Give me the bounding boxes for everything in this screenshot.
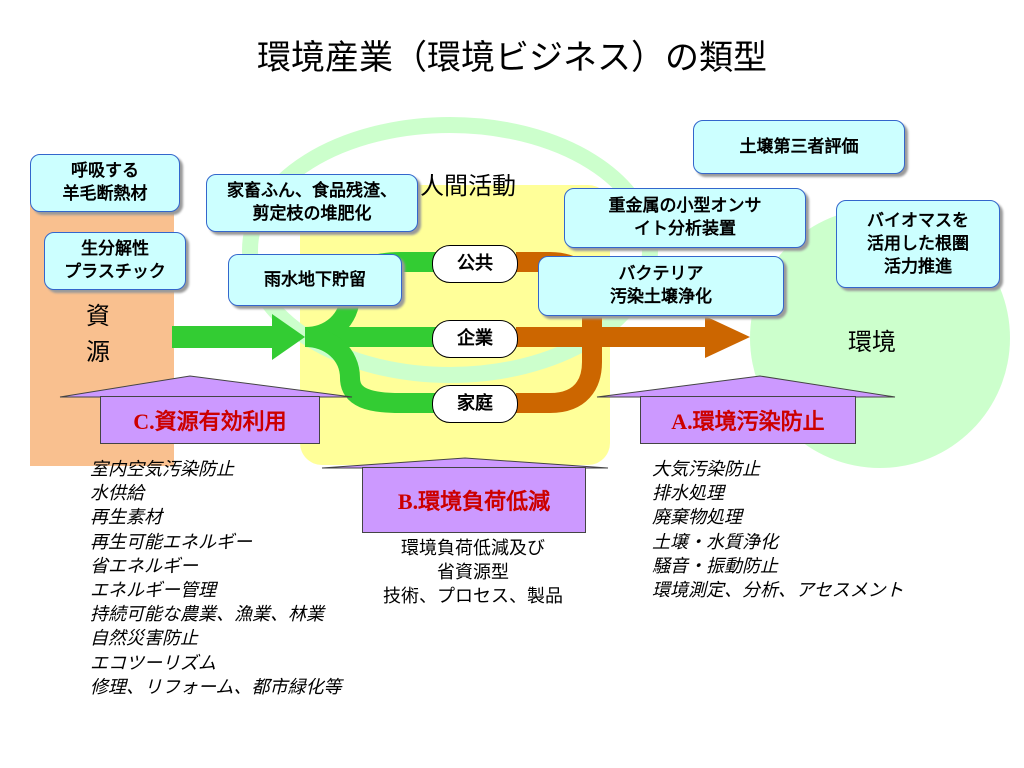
actor-corporate: 企業 bbox=[432, 320, 518, 358]
list-item: 水供給 bbox=[90, 483, 144, 505]
list-a-pollution-prevention: 大気汚染防止 排水処理 廃棄物処理 土壌・水質浄化 騒音・振動防止 環境測定、分… bbox=[652, 458, 904, 603]
callout-line: 活力推進 bbox=[884, 256, 952, 277]
category-b-load-reduction: B.環境負荷低減 bbox=[362, 467, 586, 533]
resources-label-line-2: 源 bbox=[86, 338, 110, 366]
callout-soil-evaluation: 土壌第三者評価 bbox=[693, 120, 905, 174]
list-item: 省資源型 bbox=[437, 562, 509, 584]
callout-rainwater: 雨水地下貯留 bbox=[228, 254, 402, 306]
list-item: エネルギー管理 bbox=[90, 580, 216, 602]
circulation-ring bbox=[242, 117, 658, 383]
list-item: 再生素材 bbox=[90, 507, 162, 529]
callout-line: 重金属の小型オンサ bbox=[608, 196, 762, 216]
callout-line: 家畜ふん、食品残渣、 bbox=[227, 181, 397, 201]
list-item: 廃棄物処理 bbox=[652, 507, 742, 529]
callout-line: 汚染土壌浄化 bbox=[610, 287, 712, 307]
list-item: 自然災害防止 bbox=[90, 628, 198, 650]
actor-household: 家庭 bbox=[432, 385, 518, 423]
list-c-resource-use: 室内空気汚染防止 水供給 再生素材 再生可能エネルギー 省エネルギー エネルギー… bbox=[90, 458, 341, 700]
list-item: 再生可能エネルギー bbox=[90, 531, 252, 553]
list-b-load-reduction: 環境負荷低減及び 省資源型 技術、プロセス、製品 bbox=[362, 537, 584, 610]
callout-line: 活用した根圏 bbox=[867, 233, 969, 254]
resources-label-line-1: 資 bbox=[86, 302, 110, 330]
list-item: 修理、リフォーム、都市緑化等 bbox=[90, 676, 342, 698]
list-item: 技術、プロセス、製品 bbox=[383, 586, 563, 608]
list-item: 大気汚染防止 bbox=[652, 459, 760, 480]
callout-line: 剪定枝の堆肥化 bbox=[252, 204, 372, 224]
category-c-resource-use: C.資源有効利用 bbox=[100, 396, 320, 444]
list-item: 省エネルギー bbox=[90, 555, 198, 577]
callout-line: バクテリア bbox=[618, 264, 704, 284]
page-title: 環境産業（環境ビジネス）の類型 bbox=[257, 38, 767, 78]
callout-line: バイオマスを bbox=[867, 210, 969, 231]
callout-breathing-wool: 呼吸する羊毛断熱材 bbox=[30, 154, 180, 212]
callout-compost: 家畜ふん、食品残渣、剪定枝の堆肥化 bbox=[206, 174, 418, 232]
category-a-pollution-prevention: A.環境汚染防止 bbox=[640, 396, 856, 444]
list-item: 環境測定、分析、アセスメント bbox=[652, 580, 904, 602]
resources-label: 資 源 bbox=[86, 298, 110, 370]
actor-public: 公共 bbox=[432, 245, 518, 283]
callout-line: 呼吸する bbox=[71, 161, 139, 181]
list-item: 持続可能な農業、漁業、林業 bbox=[90, 604, 324, 626]
callout-heavy-metal: 重金属の小型オンサイト分析装置 bbox=[564, 188, 806, 248]
callout-biodegradable: 生分解性プラスチック bbox=[44, 232, 186, 290]
list-item: 騒音・振動防止 bbox=[652, 555, 778, 577]
list-item: 室内空気汚染防止 bbox=[90, 459, 234, 480]
environment-label: 環境 bbox=[848, 328, 896, 356]
list-item: 環境負荷低減及び bbox=[401, 538, 545, 559]
callout-line: 生分解性 bbox=[80, 239, 149, 259]
list-item: 排水処理 bbox=[652, 483, 724, 505]
callout-bacteria: バクテリア汚染土壌浄化 bbox=[538, 256, 784, 316]
human-activity-label: 人間活動 bbox=[420, 172, 516, 200]
callout-line: イト分析装置 bbox=[634, 219, 736, 239]
list-item: エコツーリズム bbox=[90, 652, 216, 674]
callout-line: プラスチック bbox=[64, 262, 166, 282]
callout-biomass: バイオマスを活用した根圏活力推進 bbox=[836, 200, 1000, 288]
list-item: 土壌・水質浄化 bbox=[652, 531, 778, 553]
callout-line: 羊毛断熱材 bbox=[62, 184, 148, 204]
